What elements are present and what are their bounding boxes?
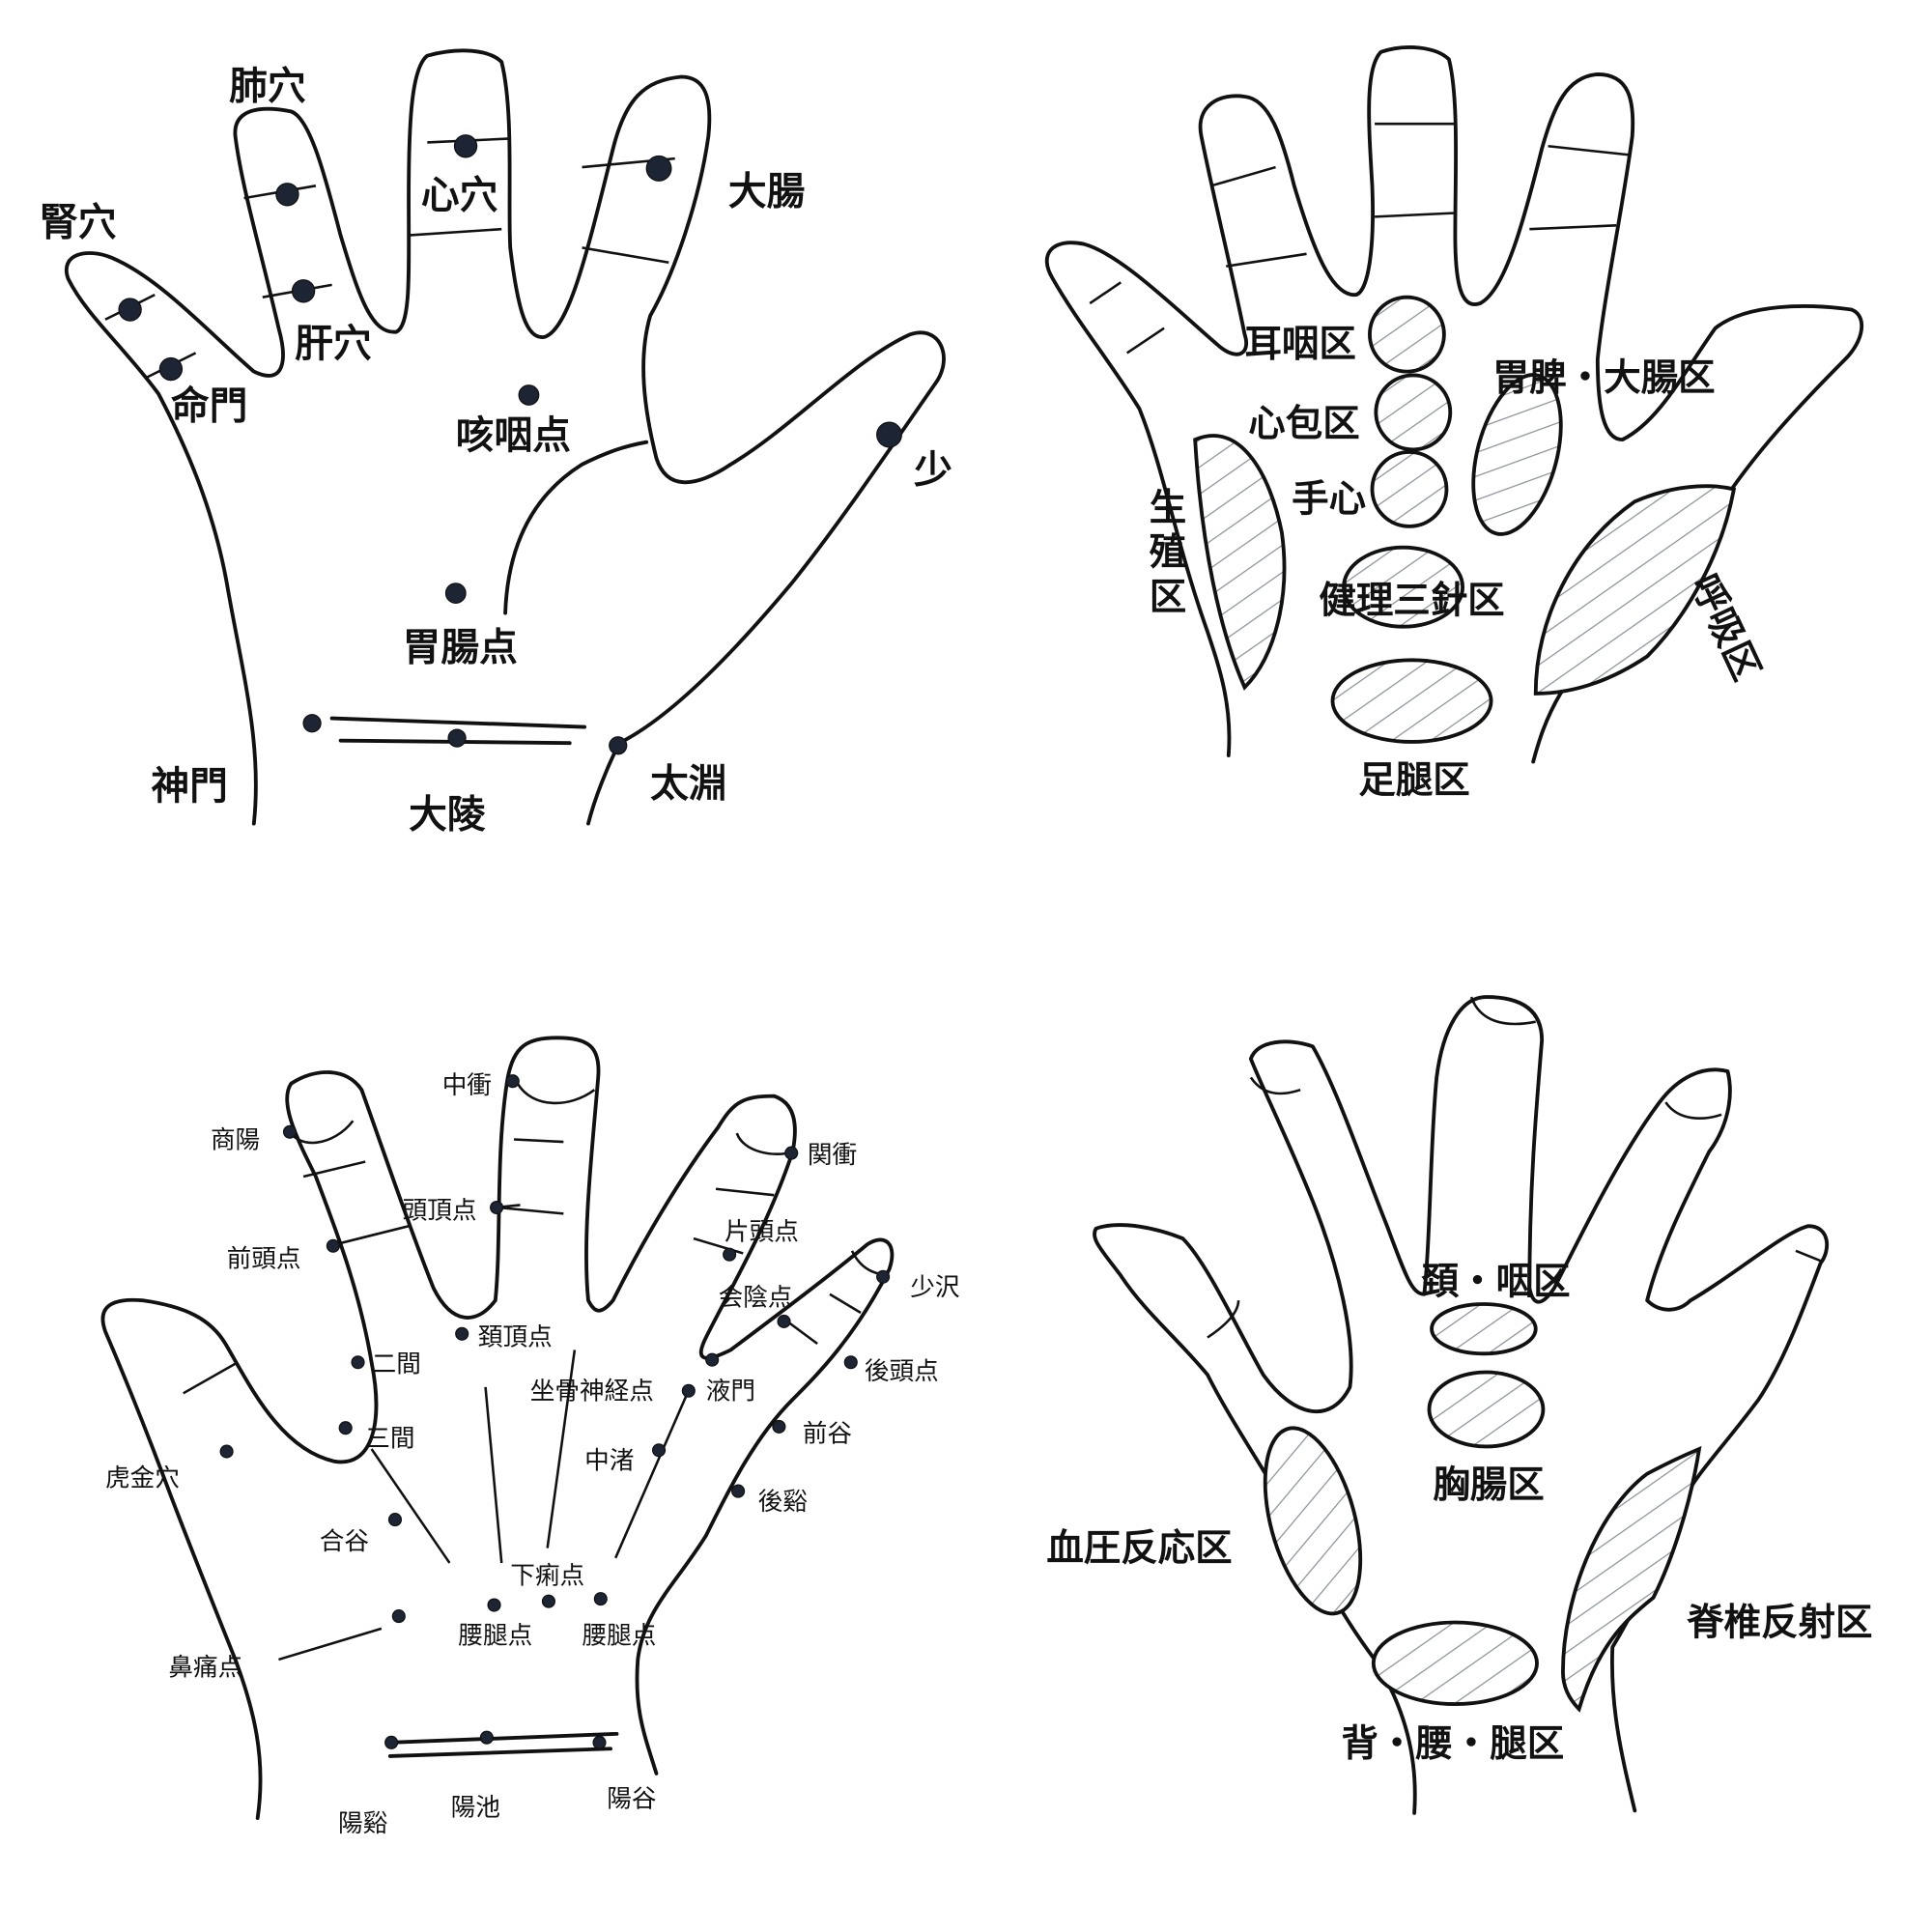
- label-blood-pressure-zone: 血圧反応区: [1046, 1526, 1232, 1570]
- label-shaoshang-partial: 少: [914, 448, 952, 493]
- label-kidney-point: 腎穴: [40, 201, 117, 245]
- label-liver-point: 肝穴: [295, 322, 372, 366]
- label-sanjian: 三間: [365, 1424, 414, 1453]
- panel-reflex-zones-palm: 耳咽区 心包区 手心 健理三針区 足腿区 胃脾・大腸区 生 殖 区 呼吸区: [1044, 45, 1864, 803]
- label-lung-point: 肺穴: [229, 65, 306, 109]
- panel-reflex-zones-back: 頚・咽区 胸腸区 血圧反応区 脊椎反射区 背・腰・腿区: [1046, 995, 1872, 1815]
- label-hujin-point: 虎金穴: [105, 1463, 180, 1492]
- label-migraine-point: 片頭点: [724, 1217, 799, 1246]
- finger-nail-lines: [1207, 996, 1822, 1339]
- label-perineum-point: 会陰点: [719, 1283, 793, 1312]
- label-shangyang: 商陽: [211, 1125, 260, 1154]
- label-shaoze-partial: 少沢: [910, 1273, 959, 1302]
- label-genital-zone-3: 区: [1150, 576, 1186, 619]
- hand-heart-zone: [1370, 450, 1449, 528]
- label-genital-zone-1: 生: [1150, 486, 1186, 529]
- label-zhongzhu: 中渚: [584, 1447, 634, 1476]
- hand-outline: [100, 1036, 895, 1820]
- ear-throat-zone: [1368, 295, 1446, 374]
- label-stomach-intestine-point: 胃腸点: [403, 625, 518, 669]
- label-hand-heart: 手心: [1292, 477, 1366, 521]
- wrist-lines: [387, 1731, 619, 1758]
- hand-outline: [1044, 45, 1864, 764]
- label-daling: 大陵: [409, 792, 486, 837]
- label-qiangu: 前谷: [803, 1419, 852, 1448]
- label-lumbar-leg-point-1: 腰腿点: [458, 1621, 532, 1650]
- blood-pressure-zone: [1263, 1426, 1363, 1616]
- label-mingmen: 命門: [171, 384, 247, 428]
- foot-leg-zone: [1330, 658, 1493, 744]
- label-chest-intestine-zone: 胸腸区: [1433, 1463, 1544, 1507]
- label-neck-throat-zone: 頚・咽区: [1421, 1261, 1571, 1304]
- label-yanggu: 陽谷: [607, 1785, 656, 1814]
- label-genital-zone-2: 殖: [1150, 531, 1186, 575]
- label-ear-throat-zone: 耳咽区: [1244, 323, 1355, 366]
- hand-outline: [1093, 995, 1830, 1815]
- label-large-intestine: 大腸: [728, 170, 805, 214]
- chest-intestine-zone: [1427, 1370, 1546, 1449]
- label-occipital-point: 後頭点: [865, 1357, 939, 1386]
- finger-crease-lines: [183, 1083, 888, 1395]
- label-yangchi: 陽池: [451, 1793, 500, 1822]
- label-frontal-point: 前頭点: [227, 1245, 301, 1274]
- finger-crease-lines: [104, 137, 675, 380]
- label-stomach-spleen-intestine-zone: 胃脾・大腸区: [1492, 356, 1716, 400]
- label-houxi: 後谿: [758, 1488, 809, 1517]
- label-sciatic-point: 坐骨神経点: [530, 1378, 654, 1406]
- acupoint-dots: [118, 134, 902, 755]
- meridian-lines: [278, 1350, 689, 1662]
- label-vertex-point: 頭頂点: [403, 1197, 477, 1226]
- label-zhongchong: 中衝: [442, 1071, 492, 1100]
- label-neck-vertex-point: 頚頂点: [478, 1322, 553, 1351]
- label-lumbar-leg-point-2: 腰腿点: [582, 1621, 657, 1650]
- label-hegu: 合谷: [320, 1527, 369, 1556]
- label-back-waist-leg-zone: 背・腰・腿区: [1341, 1722, 1564, 1766]
- label-foot-leg-zone: 足腿区: [1358, 759, 1469, 803]
- label-heart-point: 心穴: [421, 173, 498, 217]
- label-guanchong: 関衝: [808, 1141, 857, 1170]
- back-waist-leg-zone: [1371, 1620, 1539, 1707]
- label-taiyuan: 太淵: [650, 761, 726, 806]
- label-respiratory-zone: 呼吸区: [1682, 568, 1769, 688]
- label-yangxi: 陽谿: [338, 1809, 388, 1838]
- three-needle-zone: [1342, 545, 1465, 629]
- stomach-spleen-intestine-zone: [1471, 373, 1563, 536]
- genital-zone: [1193, 434, 1287, 691]
- label-shenmen: 神門: [151, 764, 227, 809]
- hand-outline: [64, 48, 946, 826]
- label-diarrhea-point: 下痢点: [510, 1562, 584, 1591]
- label-three-needle-zone: 健理三針区: [1319, 580, 1504, 623]
- acupoint-dots: [219, 1074, 891, 1749]
- respiratory-zone: [1533, 484, 1737, 696]
- thumb-crease-line: [503, 440, 649, 615]
- label-pericardium-zone: 心包区: [1248, 402, 1359, 445]
- panel-acupoints-palm: 腎穴 肺穴 心穴 大腸 肝穴 命門 咳咽点 少 胃腸点 神門 大陵 太淵: [40, 48, 952, 837]
- label-yemen: 液門: [706, 1378, 755, 1406]
- label-spine-reflex-zone: 脊椎反射区: [1687, 1601, 1872, 1644]
- label-cough-point: 咳咽点: [456, 413, 571, 458]
- neck-throat-zone: [1430, 1302, 1538, 1356]
- label-nose-pain-point: 鼻痛点: [168, 1654, 242, 1683]
- label-erjian: 二間: [372, 1350, 421, 1379]
- spine-reflex-zone: [1561, 1445, 1702, 1713]
- finger-crease-lines: [1089, 122, 1630, 355]
- panel-acupoints-back: 中衝 商陽 関衝 頭頂点 前頭点 片頭点 会陰点 少沢 頚頂点 二間 後頭点 坐…: [100, 1036, 960, 1838]
- pericardium-zone: [1374, 373, 1453, 452]
